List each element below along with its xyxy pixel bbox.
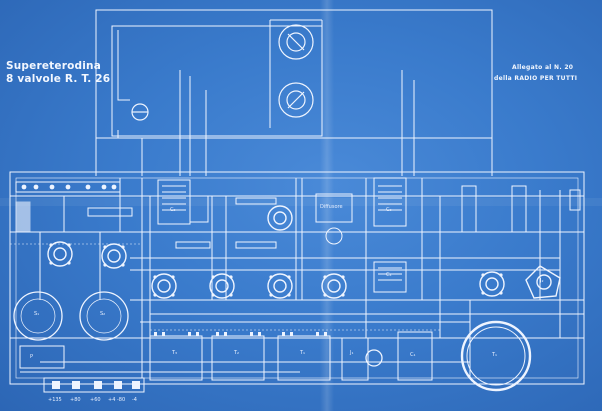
choke-j1 (341, 337, 369, 381)
can-s1 (13, 291, 63, 341)
label-c1: C₁ (410, 352, 416, 358)
bottom-terminal-block (43, 377, 145, 393)
label-t1: T₁ (300, 350, 306, 356)
bottom-variable-capacitor (278, 82, 314, 118)
pilot-lamp (365, 349, 383, 367)
valve-3 (267, 205, 293, 231)
label-c2: C₂ (170, 207, 176, 213)
valve-7 (321, 273, 347, 299)
transformer-t1 (277, 335, 331, 381)
label-j1: J₁ (350, 350, 354, 356)
valve-4 (151, 273, 177, 299)
title-line-2: 8 valvole R. T. 26 (6, 73, 111, 85)
paper-fold-horizontal (0, 198, 602, 206)
resistor-block-2 (511, 185, 527, 233)
resistor-r2 (175, 241, 211, 249)
valve-8 (479, 271, 505, 297)
transformer-t2 (211, 335, 265, 381)
top-variable-capacitor (278, 24, 314, 60)
terminal-label-5: -4 (132, 397, 137, 403)
paper-fold (320, 0, 334, 411)
power-transformer (460, 320, 532, 392)
label-p: P (30, 354, 34, 360)
terminal-label-2: +80 (70, 397, 81, 403)
valve-6 (267, 273, 293, 299)
left-terminal-strip (15, 181, 121, 193)
terminal-label-3: +60 (90, 397, 101, 403)
terminal-label-1: +135 (48, 397, 62, 403)
valve-sockets (47, 205, 561, 299)
label-diffusore: Diffusore (320, 204, 343, 210)
capacitor-c1 (397, 331, 433, 381)
note-line-1: Allegato al N. 20 (512, 64, 574, 71)
note-line-2: della RADIO PER TUTTI (494, 75, 578, 82)
label-c3: C₃ (386, 207, 392, 213)
resistor-r3 (235, 241, 277, 249)
rectifier-socket (525, 265, 561, 299)
label-t3: T₃ (172, 350, 178, 356)
if-transformer-3 (373, 261, 407, 293)
terminal-label-4: +4 -80 (108, 397, 126, 403)
resistor-r4 (235, 197, 277, 205)
top-frame (95, 9, 493, 139)
label-s1: S₁ (34, 311, 40, 317)
title-line-1: Supereterodina (6, 60, 101, 72)
transformer-t3 (149, 335, 203, 381)
valve-5 (209, 273, 235, 299)
resistor-r1 (87, 207, 133, 217)
label-t2: T₂ (234, 350, 240, 356)
chassis-frame (9, 171, 585, 385)
resistor-block-1 (461, 185, 477, 233)
label-s2: S₂ (100, 311, 106, 317)
left-clip (15, 201, 31, 233)
label-power-transformer: T₁ (492, 352, 498, 358)
capacitor-block (19, 345, 65, 369)
diffusore-terminal (325, 227, 343, 245)
valve-1 (47, 241, 73, 267)
can-s2 (79, 291, 129, 341)
end-terminal (569, 189, 581, 211)
label-j2: J₂ (540, 278, 544, 284)
if-transformer-2 (373, 177, 407, 227)
diffusore-box (315, 193, 353, 223)
label-c4: C₄ (386, 272, 392, 278)
